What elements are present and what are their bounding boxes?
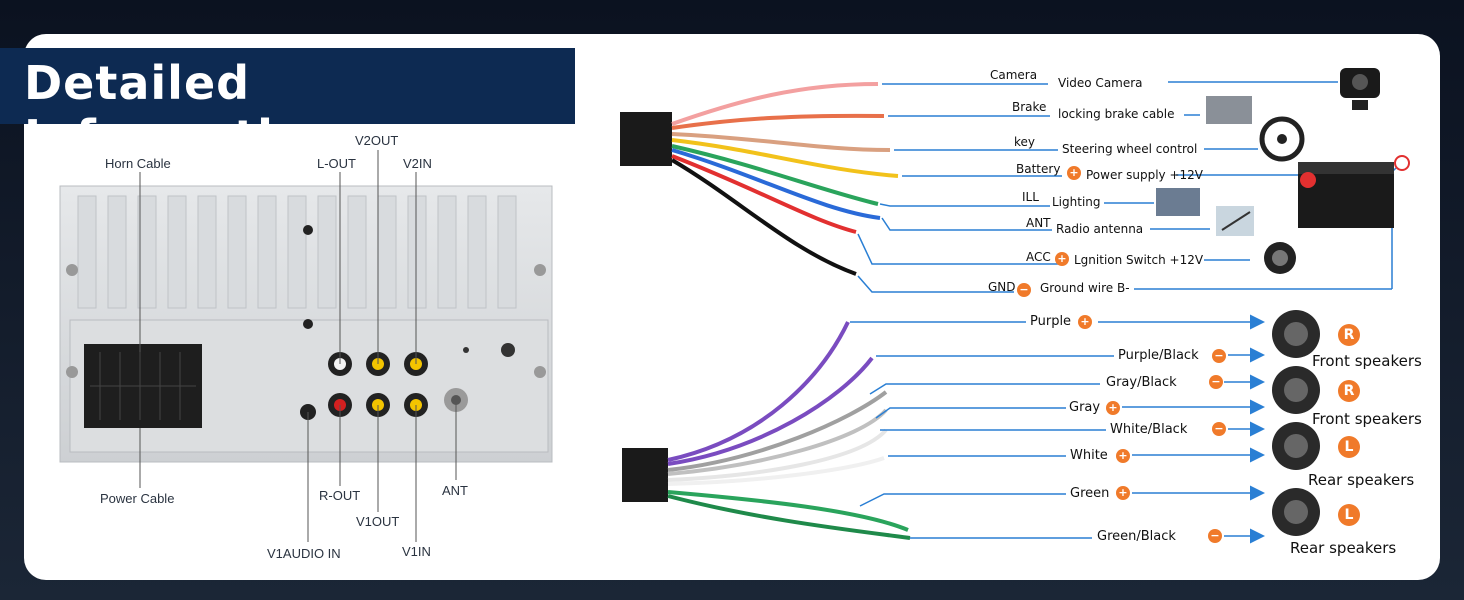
power-harness <box>620 68 1410 293</box>
right-channel-badge: R <box>1338 380 1360 402</box>
heat-sink-fins <box>77 195 517 309</box>
wire-gray-label: Gray <box>1069 400 1101 415</box>
rear-speakers-label: Rear speakers <box>1290 539 1397 557</box>
v1out-label: V1OUT <box>356 514 400 529</box>
wire-key-label: key <box>1014 135 1036 149</box>
wire-white-label: White <box>1070 448 1108 463</box>
v2in-label: V2IN <box>403 156 432 171</box>
steering-desc: Steering wheel control <box>1062 142 1198 156</box>
wire-green-black-label: Green/Black <box>1097 529 1176 544</box>
wire-brake-label: Brake <box>1012 100 1047 114</box>
plus-icon: + <box>1116 449 1130 463</box>
ignition-switch-icon <box>1264 242 1296 274</box>
minus-icon: − <box>1209 375 1223 389</box>
plus-icon: + <box>1055 252 1069 266</box>
ignition-desc: Lgnition Switch +12V <box>1074 253 1204 267</box>
left-channel-badge: L <box>1338 436 1360 458</box>
wire-purple-label: Purple <box>1030 314 1072 329</box>
plus-icon: + <box>1106 401 1120 415</box>
minus-icon: − <box>1212 422 1226 436</box>
wire-white-black-label: White/Black <box>1110 422 1188 437</box>
wire-purple-black-label: Purple/Black <box>1118 348 1199 363</box>
battery-desc: Power supply +12V <box>1086 168 1203 182</box>
wire-acc-label: ACC <box>1026 250 1051 264</box>
speaker-icons <box>1272 310 1320 536</box>
title-banner: Detailed Information <box>0 48 575 164</box>
minus-icon: − <box>1212 349 1226 363</box>
video-camera-icon <box>1340 68 1380 110</box>
brake-desc: locking brake cable <box>1058 107 1175 121</box>
v1audio-in-label: V1AUDIO IN <box>267 546 341 561</box>
brake-pedal-icon <box>1206 96 1252 124</box>
plus-icon: + <box>1116 486 1130 500</box>
plus-icon: + <box>1067 166 1081 180</box>
wire-gray-black-label: Gray/Black <box>1106 375 1177 390</box>
wire-ill-label: ILL <box>1022 190 1039 204</box>
lighting-icon <box>1156 188 1200 216</box>
steering-wheel-icon <box>1259 116 1305 162</box>
horn-cable-label: Horn Cable <box>105 156 171 171</box>
lighting-desc: Lighting <box>1052 195 1101 209</box>
v2out-label: V2OUT <box>355 133 399 148</box>
right-channel-badge: R <box>1338 324 1360 346</box>
video-camera-desc: Video Camera <box>1058 76 1143 90</box>
speaker-harness <box>622 310 1320 544</box>
minus-icon: − <box>1017 283 1031 297</box>
ant-port-label: ANT <box>442 483 468 498</box>
wire-battery-label: Battery <box>1016 162 1061 176</box>
antenna-desc: Radio antenna <box>1056 222 1144 236</box>
front-speakers-label: Front speakers <box>1312 410 1422 428</box>
wire-camera-label: Camera <box>990 68 1038 82</box>
plus-icon: + <box>1078 315 1092 329</box>
wire-gnd-label: GND <box>988 280 1016 294</box>
rear-speakers-label: Rear speakers <box>1308 471 1415 489</box>
ground-desc: Ground wire B- <box>1040 281 1130 295</box>
r-out-label: R-OUT <box>319 488 361 503</box>
v1in-label: V1IN <box>402 544 431 559</box>
l-out-label: L-OUT <box>317 156 356 171</box>
wire-ant-label: ANT <box>1026 216 1051 230</box>
radio-antenna-icon <box>1216 206 1254 236</box>
power-cable-label: Power Cable <box>100 491 175 506</box>
car-battery-icon <box>1298 155 1410 228</box>
left-channel-badge: L <box>1338 504 1360 526</box>
page-title: Detailed Information <box>24 56 341 164</box>
front-speakers-label: Front speakers <box>1312 352 1422 370</box>
head-unit-back <box>59 150 553 542</box>
wire-green-label: Green <box>1070 486 1110 501</box>
minus-icon: − <box>1208 529 1222 543</box>
